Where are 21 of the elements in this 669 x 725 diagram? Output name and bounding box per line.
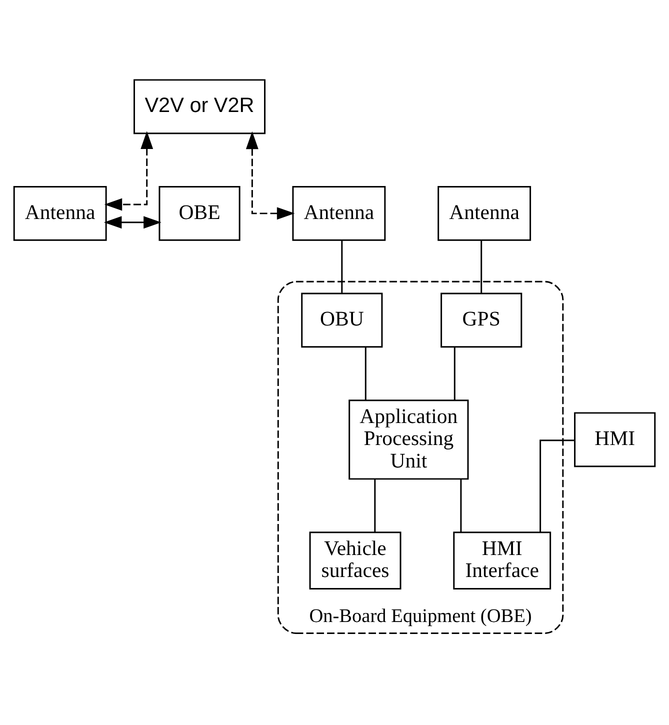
arrow [246,131,295,220]
connector [341,240,343,293]
connector [460,479,462,532]
node-box: V2V or V2R [134,79,266,134]
node-box: Application Processing Unit [348,400,469,480]
node-box: Antenna [13,186,107,241]
connector [480,240,482,293]
arrow [104,131,154,211]
connector [374,479,376,532]
node-box: OBU [301,292,383,348]
connector [364,347,366,400]
node-box: HMI [574,412,656,468]
connector [454,347,456,400]
node-box: Antenna [292,186,386,241]
node-box: Antenna [438,186,532,241]
arrow [104,216,162,229]
node-box: OBE [158,186,240,241]
node-box: Vehicle surfaces [309,532,402,590]
node-box: GPS [440,292,522,348]
connector [540,440,575,532]
node-box: HMI Interface [453,532,552,590]
